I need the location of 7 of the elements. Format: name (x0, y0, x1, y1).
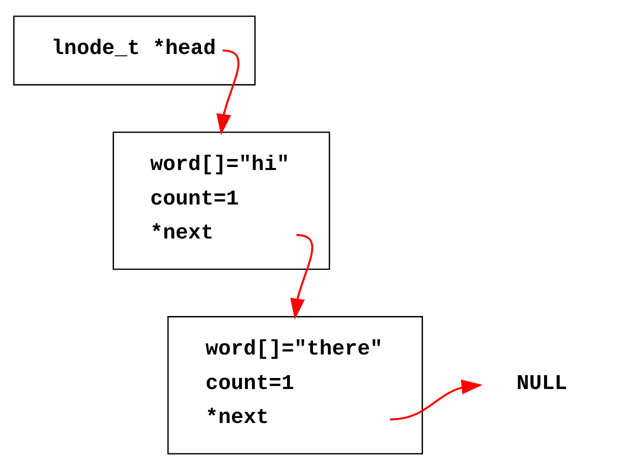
node-box: lnode_t *head (13, 16, 256, 86)
node-text: NULL (516, 372, 568, 396)
arrow (390, 380, 483, 420)
node-box: word[]="there" count=1 *next (167, 316, 423, 454)
arrow (216, 50, 240, 136)
arrow (290, 234, 314, 320)
node-box: word[]="hi" count=1 *next (112, 132, 330, 270)
